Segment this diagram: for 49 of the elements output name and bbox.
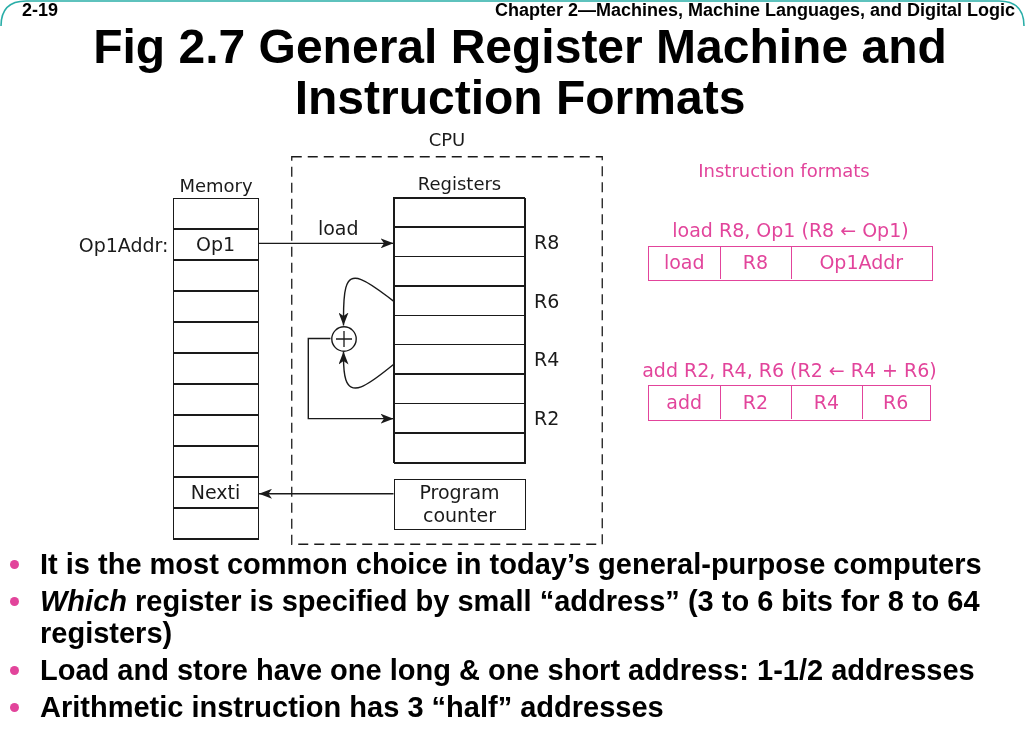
register-name: R2	[534, 407, 560, 430]
bullet-text: Which register is specified by small “address” (3 to 6 bits for 8 to 64 registers)	[40, 585, 981, 649]
arrow	[258, 488, 395, 499]
field-name: add	[666, 390, 703, 414]
register-cell	[393, 373, 525, 405]
column-heading: Memory	[179, 175, 253, 196]
arrow	[258, 238, 395, 249]
register-name: R4	[534, 348, 560, 371]
page-number: 2-19	[22, 0, 59, 20]
register-cell	[393, 432, 525, 463]
register-cell	[393, 197, 525, 228]
register-name: R8	[534, 230, 560, 253]
memory-cell	[172, 290, 259, 323]
cpu-heading: CPU	[428, 129, 466, 150]
register-cell	[393, 314, 525, 346]
field-name: load	[663, 251, 705, 275]
memory-cell	[172, 321, 259, 354]
field-name: R6	[883, 390, 909, 414]
field-name: R2	[742, 390, 769, 414]
slide-title: Fig 2.7 General Register Machine and Instruction Formats	[92, 21, 948, 123]
field-name: R4	[813, 390, 840, 414]
arrow	[307, 337, 395, 424]
column-heading: Registers	[417, 172, 502, 194]
arrow	[338, 277, 395, 327]
bullet-text: Load and store have one long & one short address: 1-1/2 addresses	[40, 654, 976, 686]
format-heading: add R2, R4, R6 (R2 ← R4 + R6)	[642, 359, 937, 381]
component-label: Program counter	[418, 481, 501, 527]
format-heading: load R8, Op1 (R8 ← Op1)	[672, 218, 909, 241]
memory-cell	[172, 352, 259, 385]
memory-cell	[172, 476, 259, 509]
memory-cell	[172, 414, 259, 447]
field-name: Op1Addr	[819, 251, 904, 275]
register-cell	[393, 255, 525, 287]
cell-value: Op1	[195, 233, 236, 257]
memory-cell	[172, 259, 259, 292]
chapter-title: Chapter 2—Machines, Machine Languages, and Digital Logic	[494, 0, 1015, 20]
address-label: Op1Addr:	[78, 233, 169, 256]
bullet-text: Arithmetic instruction has 3 “half” addresses	[40, 691, 665, 723]
program-counter-box	[393, 478, 526, 530]
section-heading: Instruction formats	[698, 160, 870, 182]
cell-value: Nexti	[190, 480, 241, 504]
memory-cell	[172, 507, 259, 540]
bullet-text: It is the most common choice in today’s general-purpose computers	[40, 548, 983, 580]
field-name: R8	[742, 251, 769, 275]
register-name: R6	[534, 289, 560, 312]
memory-cell	[172, 445, 259, 478]
adder-symbol	[330, 325, 357, 352]
arrow	[338, 350, 395, 389]
memory-cell	[172, 383, 259, 416]
